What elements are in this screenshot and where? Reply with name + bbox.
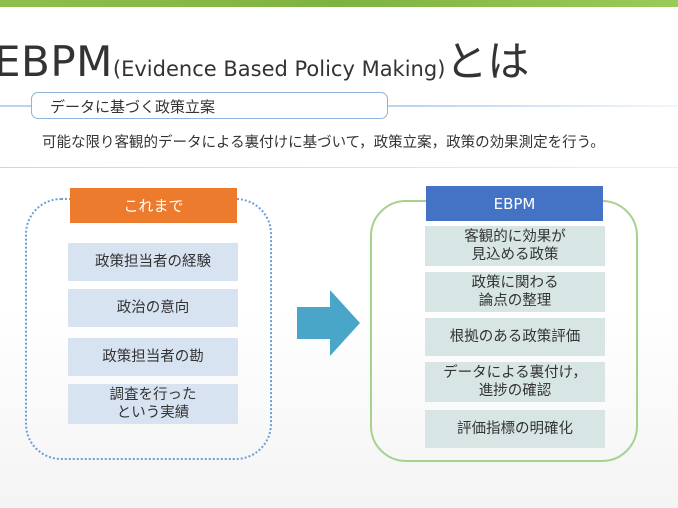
title-main: EBPM — [0, 37, 113, 86]
subtitle-text: データに基づく政策立案 — [50, 98, 216, 116]
right-item: 評価指標の明確化 — [425, 410, 605, 448]
title-tail: とは — [445, 37, 530, 86]
top-accent-bar — [0, 0, 678, 7]
left-item: 政治の意向 — [68, 289, 238, 327]
right-item: 政策に関わる 論点の整理 — [425, 272, 605, 312]
left-item: 政策担当者の経験 — [68, 243, 238, 281]
left-item: 政策担当者の勘 — [68, 338, 238, 376]
section-divider — [0, 167, 678, 168]
right-arrow-icon — [297, 290, 360, 356]
subtitle-pill: データに基づく政策立案 — [31, 92, 388, 119]
right-item: データによる裏付け， 進捗の確認 — [425, 362, 605, 402]
right-item: 客観的に効果が 見込める政策 — [425, 226, 605, 266]
page-title: EBPM(Evidence Based Policy Making)とは — [0, 28, 529, 89]
left-panel-header: これまで — [70, 188, 237, 223]
left-item: 調査を行った という実績 — [68, 384, 238, 424]
right-item: 根拠のある政策評価 — [425, 318, 605, 356]
lead-text: 可能な限り客観的データによる裏付けに基づいて，政策立案，政策の効果測定を行う。 — [42, 135, 605, 151]
right-panel-header: EBPM — [426, 186, 603, 221]
title-paren: (Evidence Based Policy Making) — [112, 57, 446, 81]
